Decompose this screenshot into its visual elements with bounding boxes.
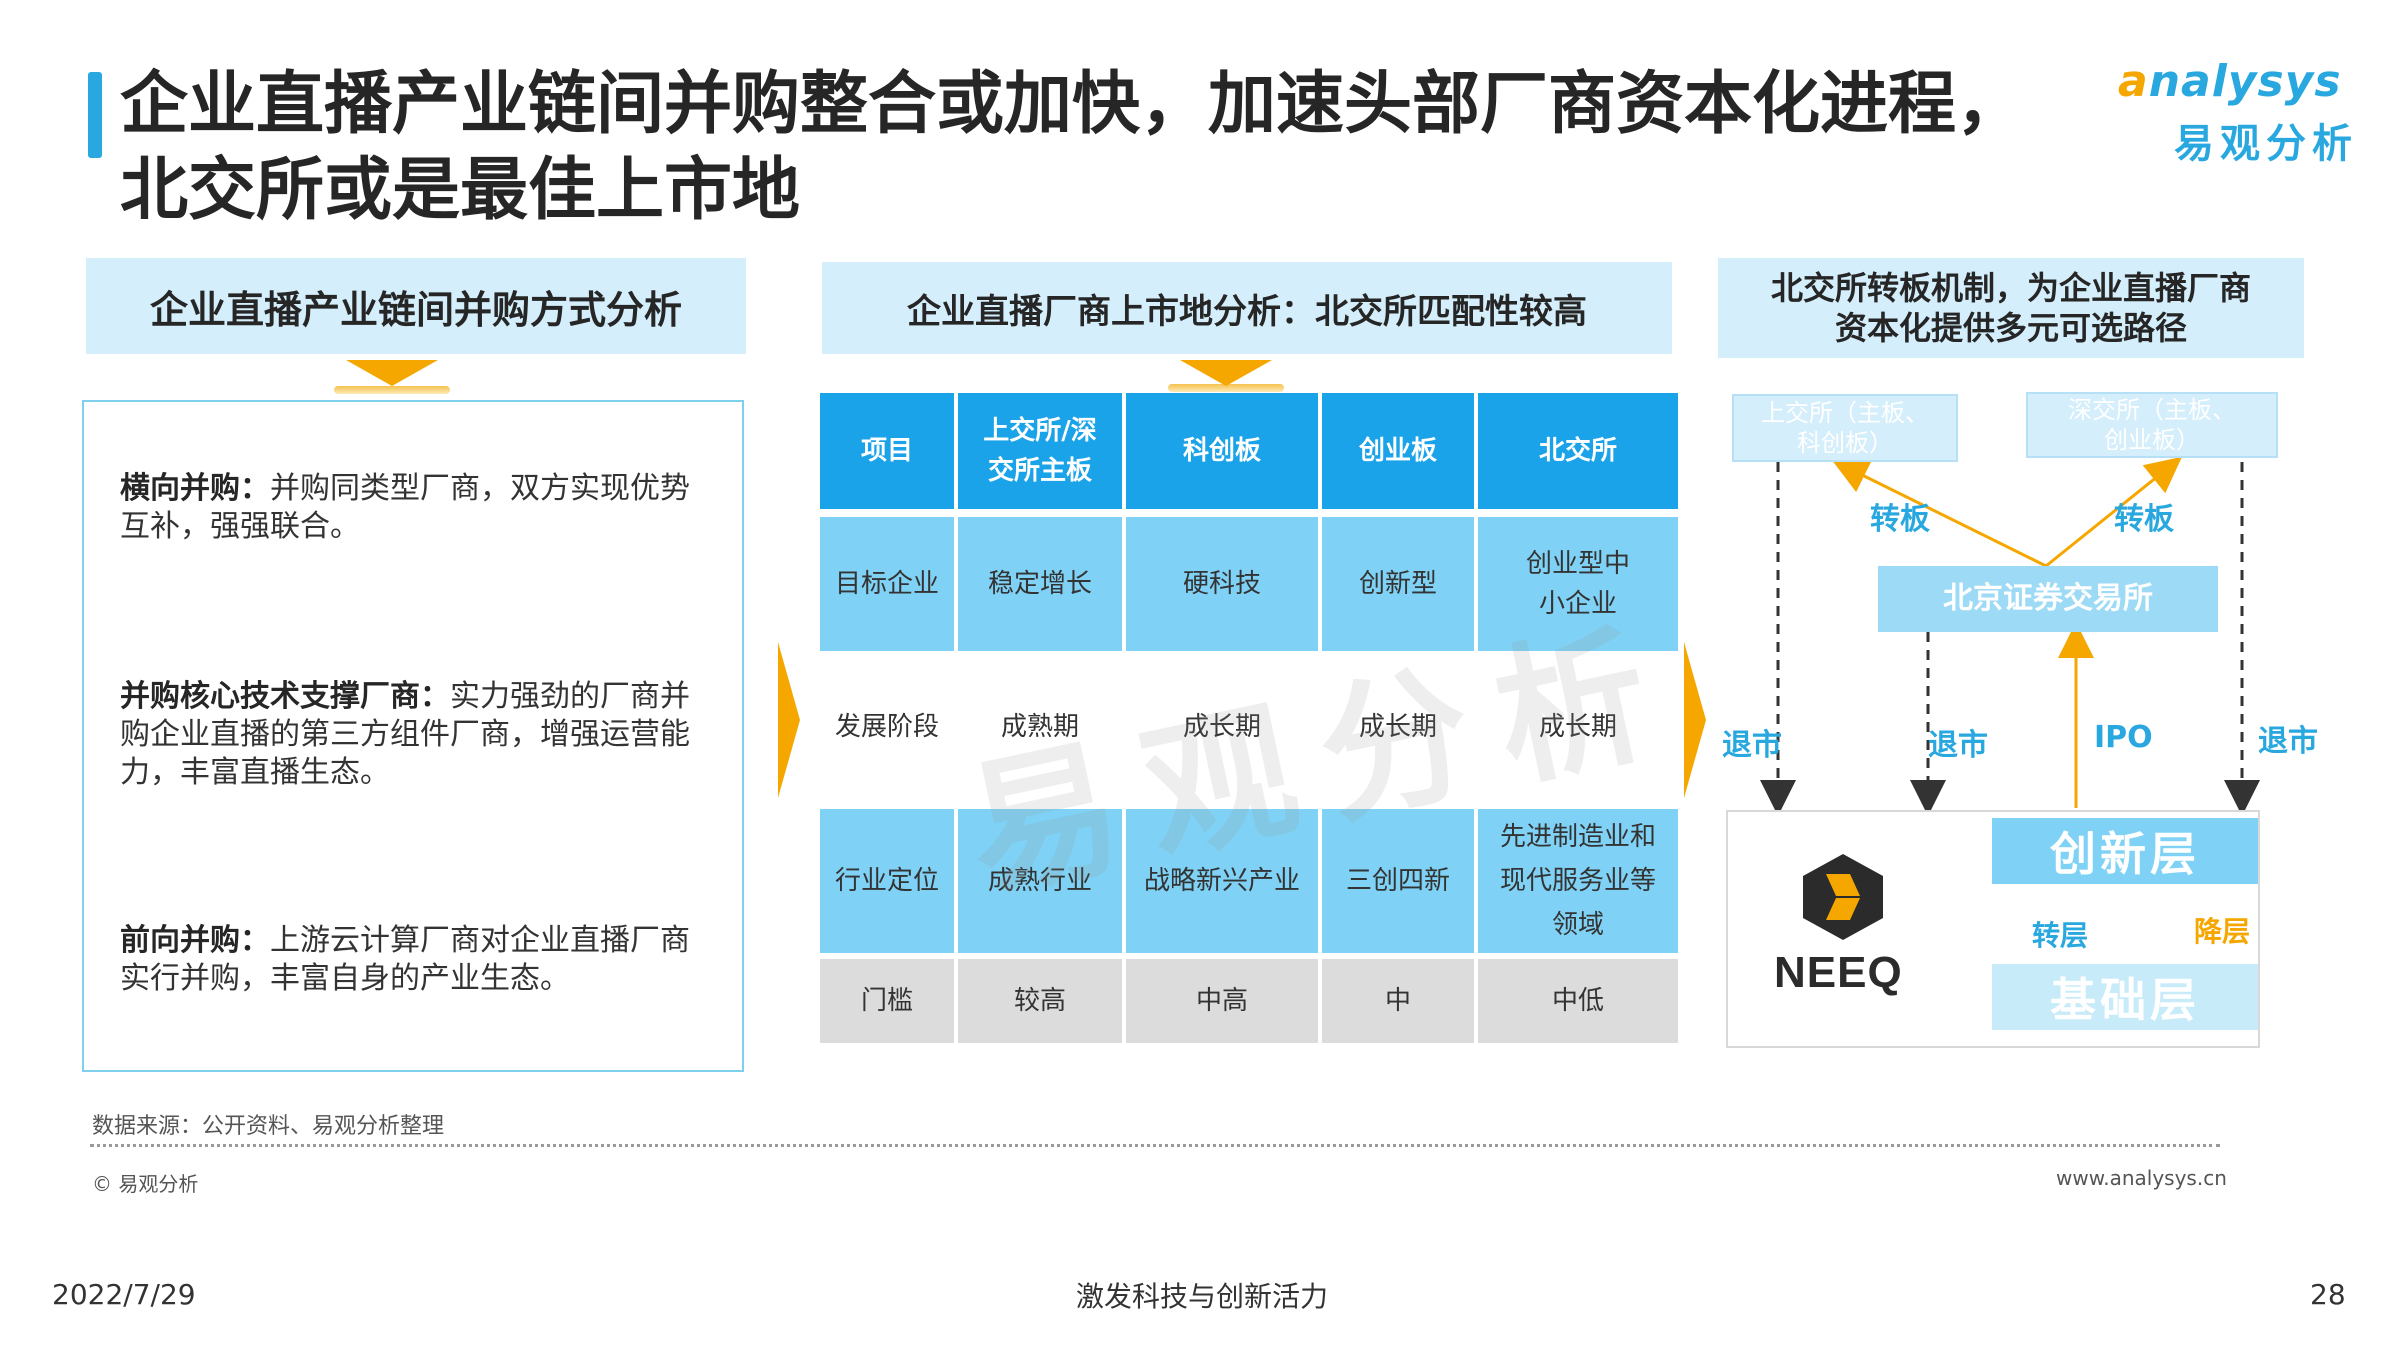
table-cell: 中高 [1126, 959, 1318, 1043]
table-cell: 三创四新 [1322, 809, 1474, 953]
table-cell: 先进制造业和现代服务业等领域 [1478, 809, 1678, 953]
left-down-arrow-icon [346, 360, 438, 386]
delist-label-2: 退市 [1928, 728, 1988, 763]
table-cell: 硬科技 [1126, 517, 1318, 651]
page-number: 28 [2310, 1278, 2346, 1311]
mid-arrow-shadow [1168, 384, 1284, 392]
table-cell: 目标企业 [820, 517, 954, 651]
downgrade-label: 降层 [2194, 915, 2251, 948]
merger-label: 并购核心技术支撑厂商： [120, 679, 450, 714]
table-cell: 成长期 [1126, 651, 1318, 803]
table-header-cell: 创业板 [1322, 393, 1474, 509]
transfer-label-right: 转板 [2114, 502, 2174, 537]
neeq-logo-icon [1803, 854, 1883, 940]
merger-text: 并购同类型厂商，双方实现优势互补，强强联合。 [120, 471, 690, 544]
upgrade-label: 转层 [2032, 919, 2089, 952]
right-pointing-arrow-icon [778, 642, 800, 798]
page-title: 企业直播产业链间并购整合或加快，加速头部厂商资本化进程，北交所或是最佳上市地 [120, 65, 2025, 230]
szse-label: 深交所（主板、创业板） [2068, 396, 2236, 454]
website: www.analysys.cn [2056, 1166, 2227, 1190]
table-cell: 较高 [958, 959, 1122, 1043]
sse-box: 上交所（主板、科创板） [1732, 394, 1958, 462]
table-header-cell: 项目 [820, 393, 954, 509]
table-cell: 创新型 [1322, 517, 1474, 651]
sse-label: 上交所（主板、科创板） [1761, 399, 1929, 457]
bse-box: 北京证券交易所 [1878, 566, 2218, 632]
logo-en-text: nalysys [2148, 56, 2342, 107]
footer-slogan: 激发科技与创新活力 [1076, 1280, 1329, 1313]
table-cell: 创业型中小企业 [1478, 517, 1678, 651]
copyright: © 易观分析 [92, 1172, 199, 1196]
innovation-layer: 创新层 [1992, 818, 2258, 884]
table-cell: 发展阶段 [820, 651, 954, 803]
transfer-arrow-right [2045, 456, 2183, 568]
mid-down-arrow-icon [1180, 360, 1272, 386]
table-header-cell: 北交所 [1478, 393, 1678, 509]
right-pointing-arrow-icon [1684, 642, 1706, 798]
listing-venue-table: 项目 上交所/深交所主板 科创板 创业板 北交所 目标企业 稳定增长 硬科技 创… [820, 393, 1678, 1043]
footer-date: 2022/7/29 [52, 1278, 196, 1311]
neeq-label: NEEQ [1774, 948, 1903, 997]
table-header-cell: 上交所/深交所主板 [958, 393, 1122, 509]
transfer-arrow-left [1831, 459, 2047, 568]
data-source: 数据来源：公开资料、易观分析整理 [92, 1114, 445, 1139]
table-cell: 成熟行业 [958, 809, 1122, 953]
left-section-header: 企业直播产业链间并购方式分析 [86, 258, 746, 354]
left-arrow-shadow [334, 386, 450, 394]
table-cell: 战略新兴产业 [1126, 809, 1318, 953]
ipo-label: IPO [2094, 720, 2153, 755]
szse-box: 深交所（主板、创业板） [2026, 392, 2278, 458]
merger-item-core-tech: 并购核心技术支撑厂商：实力强劲的厂商并购企业直播的第三方组件厂商，增强运营能力，… [120, 678, 710, 792]
transfer-label-left: 转板 [1870, 502, 1930, 537]
title-accent-bar [88, 72, 102, 158]
merger-item-horizontal: 横向并购：并购同类型厂商，双方实现优势互补，强强联合。 [120, 470, 710, 546]
table-cell: 成长期 [1322, 651, 1474, 803]
table-header-cell: 科创板 [1126, 393, 1318, 509]
right-section-header: 北交所转板机制，为企业直播厂商资本化提供多元可选路径 [1718, 258, 2304, 358]
footer-divider [90, 1144, 2220, 1147]
delist-label-1: 退市 [1722, 728, 1782, 763]
table-cell: 中低 [1478, 959, 1678, 1043]
table-cell: 成熟期 [958, 651, 1122, 803]
table-cell: 成长期 [1478, 651, 1678, 803]
delist-label-3: 退市 [2258, 724, 2318, 759]
logo-cn-text: 易观分析 [2174, 121, 2358, 167]
base-layer: 基础层 [1992, 964, 2258, 1030]
merger-text: 实力强劲的厂商并购企业直播的第三方组件厂商，增强运营能力，丰富直播生态。 [120, 679, 690, 790]
merger-text: 上游云计算厂商对企业直播厂商实行并购，丰富自身的产业生态。 [120, 923, 690, 996]
table-cell: 稳定增长 [958, 517, 1122, 651]
table-cell: 行业定位 [820, 809, 954, 953]
logo-prefix: a [2118, 56, 2149, 107]
analysys-logo: analysys 易观分析 [2118, 56, 2358, 169]
merger-methods-box: 横向并购：并购同类型厂商，双方实现优势互补，强强联合。 并购核心技术支撑厂商：实… [82, 400, 744, 1072]
table-cell: 门槛 [820, 959, 954, 1043]
mid-section-header: 企业直播厂商上市地分析：北交所匹配性较高 [822, 262, 1672, 354]
merger-item-forward: 前向并购：上游云计算厂商对企业直播厂商实行并购，丰富自身的产业生态。 [120, 922, 710, 998]
merger-label: 横向并购： [120, 471, 270, 506]
merger-label: 前向并购： [120, 923, 270, 958]
table-cell: 中 [1322, 959, 1474, 1043]
